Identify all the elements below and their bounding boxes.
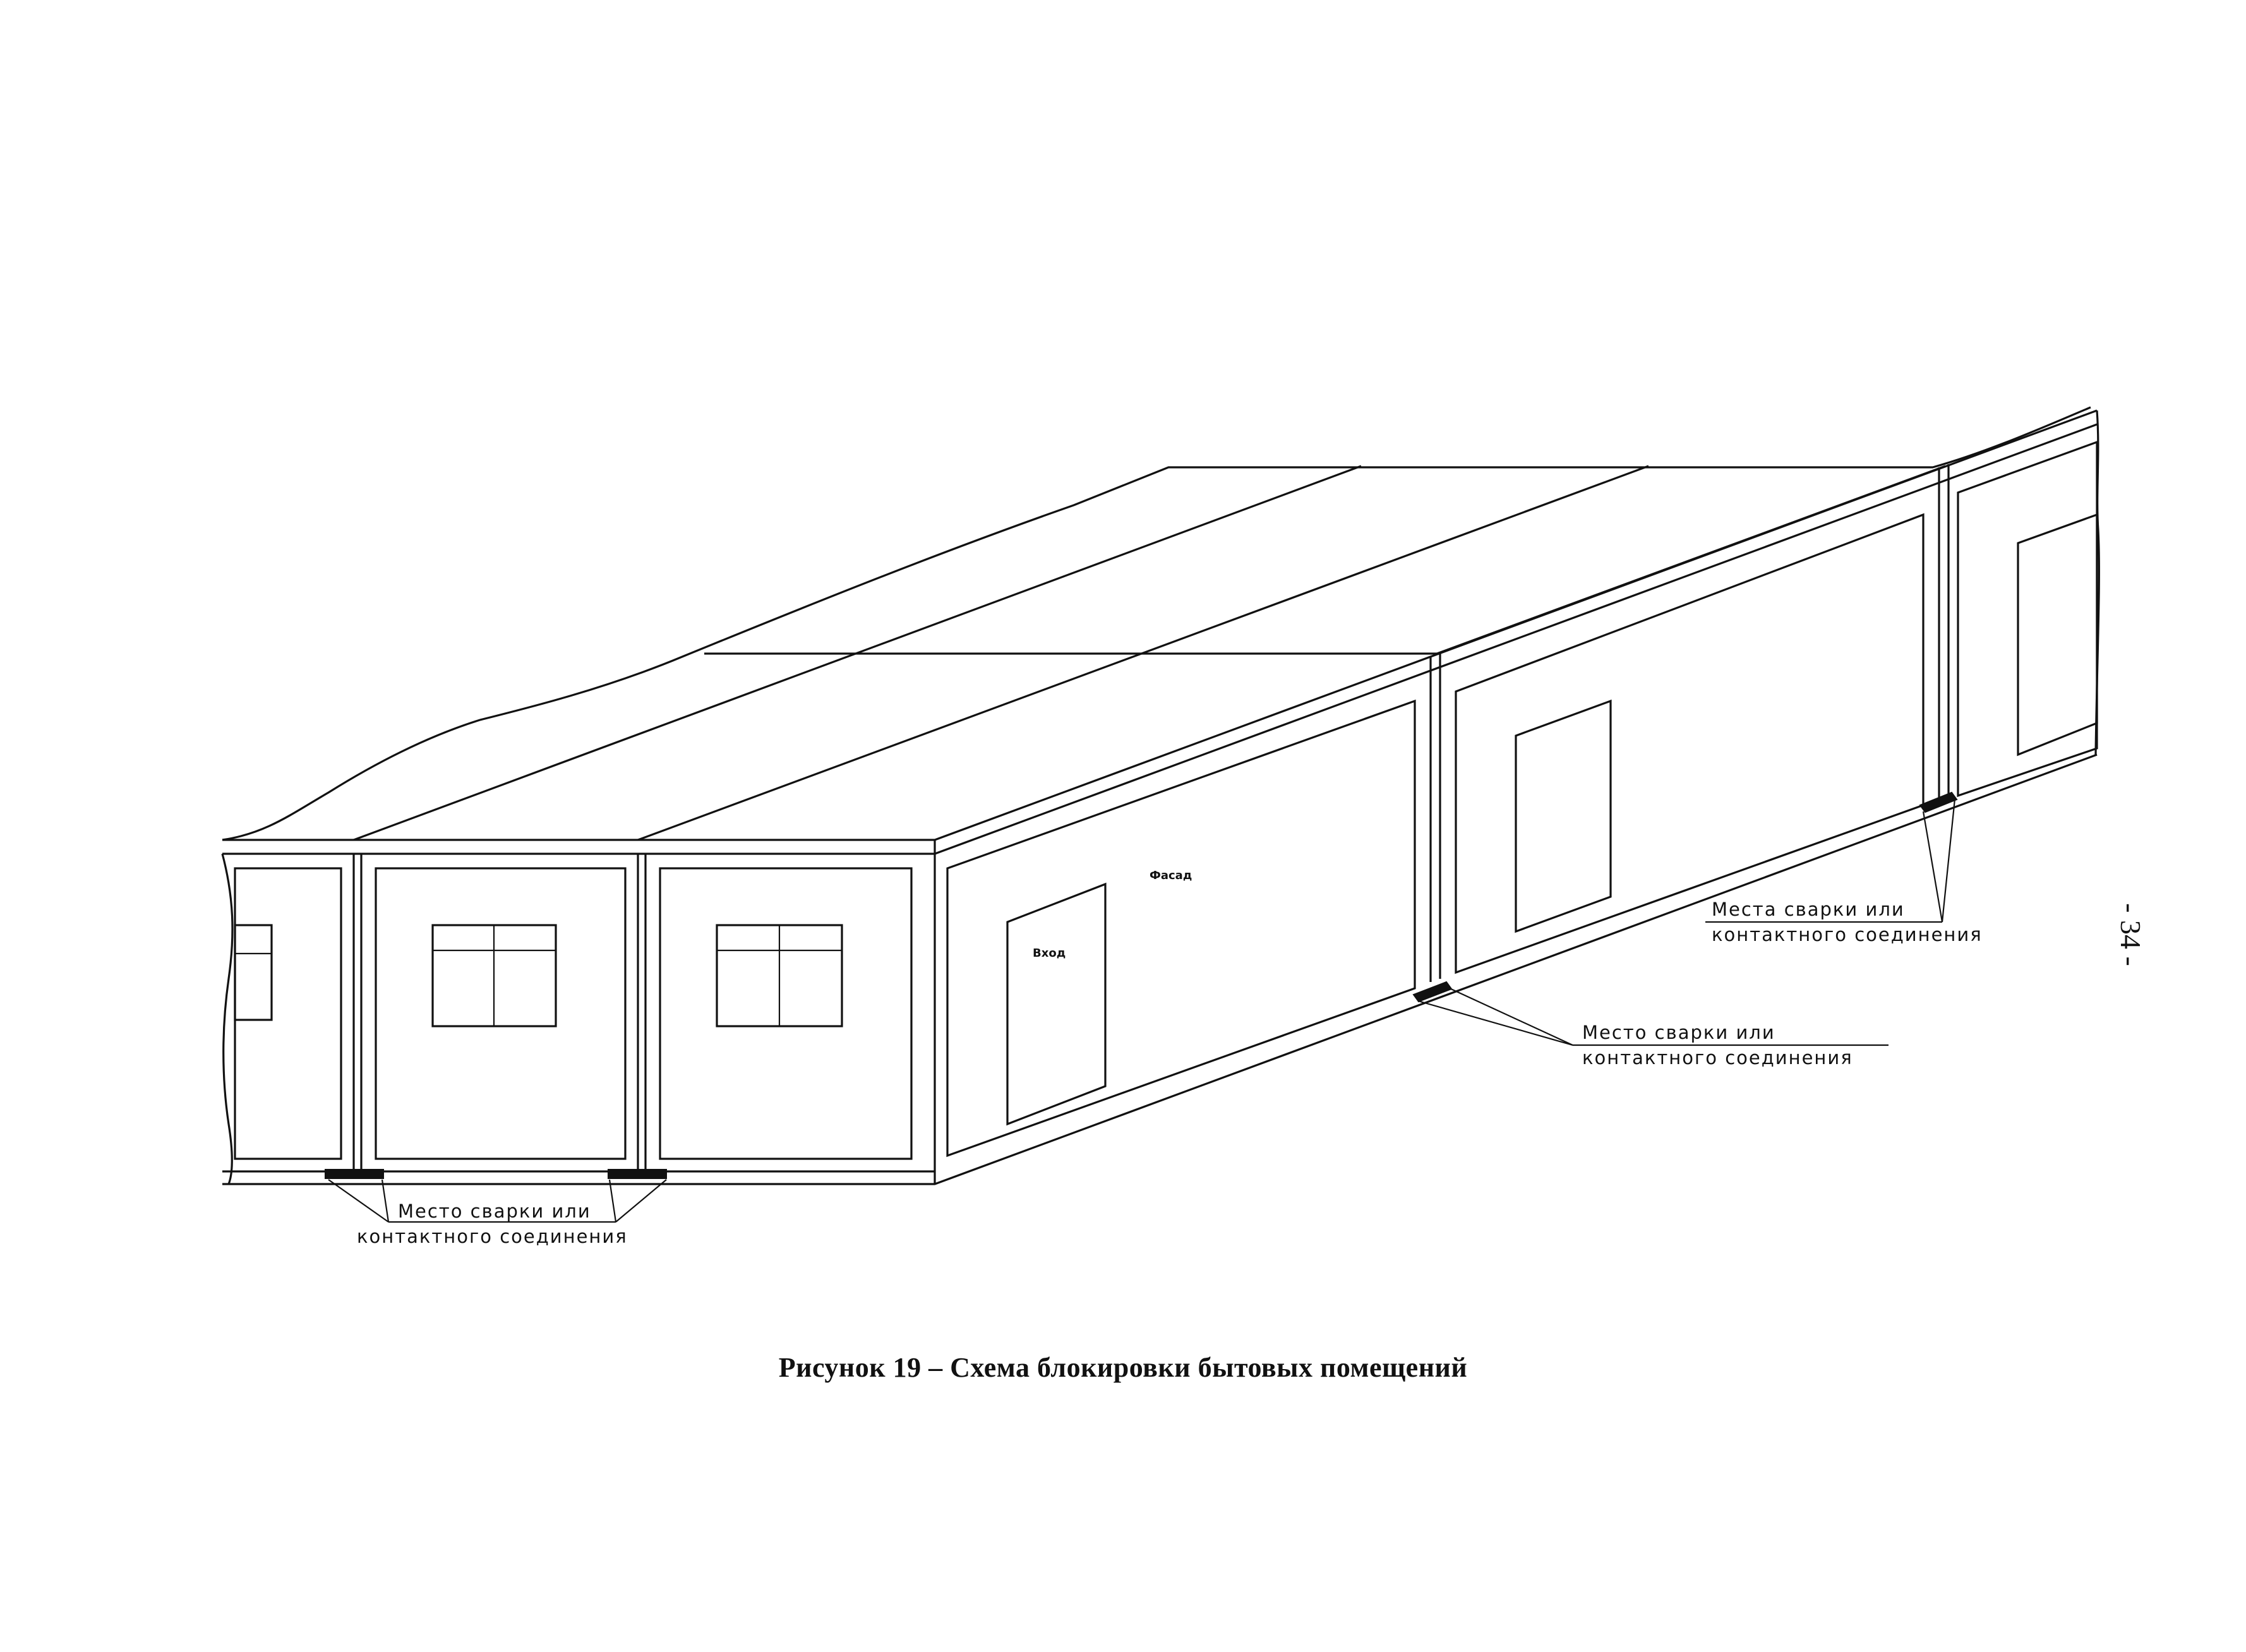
weld-mark-front-left (325, 1169, 384, 1179)
side-module1-panel (946, 699, 1416, 1158)
callout-side1-line1: Место сварки или (1582, 1022, 1775, 1043)
entrance-label: Вход (1033, 947, 1066, 960)
side-module2-door (1515, 699, 1612, 933)
side-module3-door (2017, 513, 2098, 757)
left-module-window (234, 924, 273, 1021)
leader-side1-b (1449, 988, 1573, 1046)
leader-front-d (615, 1179, 667, 1223)
callout-front-line2: контактного соединения (357, 1226, 628, 1247)
break-line-left (221, 853, 234, 1185)
callout-side1-line2: контактного соединения (1582, 1047, 1853, 1068)
weld-mark-front-right (608, 1169, 667, 1179)
leader-front-b (381, 1179, 390, 1223)
leader-front-c (608, 1179, 617, 1223)
callout-front-line1: Место сварки или (398, 1200, 591, 1222)
facade-label: Фасад (1150, 869, 1192, 882)
break-line-top (222, 406, 2091, 841)
side-entrance-door (1006, 882, 1107, 1126)
callout-side2-line2: контактного соединения (1712, 924, 1983, 945)
roof-front-eave (222, 409, 2098, 841)
front-bottom-edge (222, 753, 2098, 1185)
figure-caption: Рисунок 19 – Схема блокировки бытовых по… (778, 1352, 1468, 1383)
leader-side1-a (1417, 1000, 1573, 1046)
leader-side2-a (1922, 811, 1943, 923)
module2-panel (375, 867, 627, 1160)
weld-mark-side-1 (1412, 981, 1453, 1003)
leader-front-a (328, 1179, 389, 1223)
weld-mark-side-2 (1919, 791, 1958, 813)
left-module-panel (234, 867, 342, 1160)
leader-side2-b (1941, 798, 1956, 923)
front-top-band (222, 423, 2098, 855)
module3-panel (659, 867, 913, 1160)
side-module3-panel (1957, 440, 2098, 798)
roof-ridge-mid (1436, 465, 1946, 655)
callout-side2-line1: Места сварки или (1712, 899, 1905, 920)
page-number: - 34 - (2115, 903, 2147, 966)
